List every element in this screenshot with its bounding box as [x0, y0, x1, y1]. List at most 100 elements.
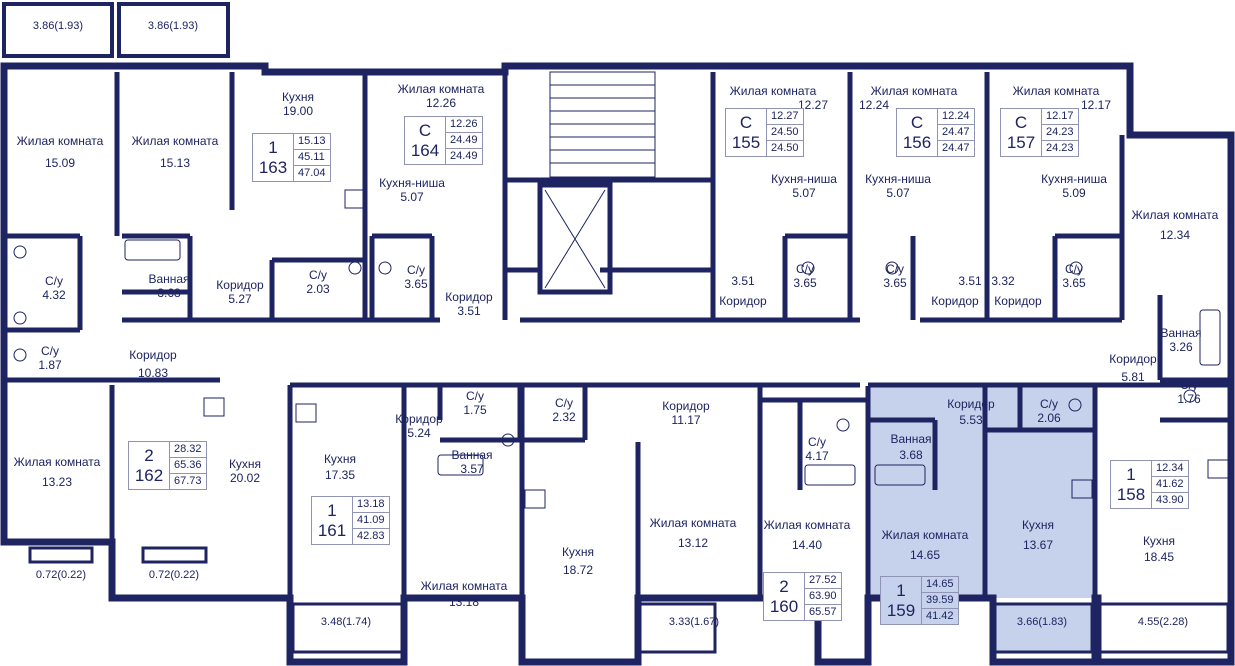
room-area: 3.68 [157, 286, 181, 300]
balcony-area: 3.48 [320, 616, 343, 628]
room-name: С/у [44, 274, 63, 288]
room-name: Жилая комната [16, 134, 104, 148]
total-area-with-balcony: 24.23 [1046, 142, 1074, 154]
room-name: С/у [308, 268, 327, 282]
apartment-type: С [418, 120, 432, 140]
total-area: 45.11 [294, 150, 330, 166]
room-area: 5.27 [228, 292, 252, 306]
living-area: 28.32 [170, 442, 206, 458]
apartment-number: 163 [258, 157, 288, 177]
room-name: С/у [885, 262, 904, 276]
room-name: Коридор [216, 278, 264, 292]
total-area: 65.36 [170, 458, 206, 474]
living-area: 12.27 [767, 109, 803, 125]
room-area: 17.35 [324, 468, 356, 482]
room-name: Кухня [228, 457, 262, 471]
room-area: 15.13 [159, 156, 191, 170]
balcony-label: 0.72(0.22) [149, 569, 199, 582]
room-name: Жилая комната [649, 516, 737, 530]
room-name: Жилая комната [870, 84, 958, 98]
room-name: Кухня [1021, 518, 1055, 532]
apartment-number: 160 [769, 596, 799, 616]
room-name: Коридор [931, 294, 979, 308]
living-area: 15.13 [294, 134, 330, 150]
room-area: 3.65 [793, 276, 817, 290]
room-name: Кухня-ниша [379, 176, 445, 190]
balcony-label: 3.86(1.93) [33, 20, 83, 33]
room-area: 1.75 [463, 403, 487, 417]
room-name: С/у [406, 263, 425, 277]
room-area: 13.67 [1022, 538, 1054, 552]
apartment-type: 2 [779, 576, 789, 596]
balcony-half-area: (1.74) [342, 616, 372, 628]
room-area: 3.65 [1062, 276, 1086, 290]
room-name: Ванная [148, 272, 190, 286]
balcony-half-area: (2.28) [1159, 616, 1189, 628]
room-name: Коридор [662, 399, 710, 413]
balcony-half-area: (1.93) [54, 20, 84, 32]
living-area: 12.34 [1152, 461, 1188, 477]
apartment-number: 155 [731, 132, 761, 152]
apartment-number: 157 [1006, 132, 1036, 152]
balcony-area: 3.86 [147, 20, 170, 32]
room-name: Кухня [561, 545, 595, 559]
room-area: 14.65 [909, 548, 941, 562]
room-area: 12.24 [858, 98, 890, 112]
room-name: Ванная [890, 432, 932, 446]
room-area: 5.53 [959, 413, 983, 427]
room-area: 3.32 [991, 274, 1015, 288]
balcony-label: 3.86(1.93) [148, 20, 198, 33]
balcony-area: 3.66 [1016, 616, 1039, 628]
room-area: 2.03 [306, 282, 330, 296]
room-name: Жилая комната [1012, 84, 1100, 98]
apartment-number: 162 [134, 465, 164, 485]
apartment-number: 159 [886, 600, 916, 620]
apartment-type: С [910, 112, 924, 132]
room-name: Кухня-ниша [1041, 172, 1107, 186]
room-area: 10.83 [137, 366, 169, 380]
room-area: 20.02 [229, 471, 261, 485]
room-name: Коридор [947, 397, 995, 411]
room-name: Кухня [1142, 534, 1176, 548]
room-name: Жилая комната [397, 82, 485, 96]
total-area: 39.59 [922, 593, 958, 609]
total-area: 24.47 [938, 125, 974, 141]
total-area: 24.49 [446, 133, 482, 149]
room-area: 12.17 [1080, 98, 1112, 112]
total-area: 24.23 [1042, 125, 1078, 141]
room-area: 3.51 [731, 274, 755, 288]
room-name: С/у [795, 262, 814, 276]
balcony-label: 3.48(1.74) [321, 616, 371, 629]
total-area-with-balcony: 24.49 [450, 150, 478, 162]
